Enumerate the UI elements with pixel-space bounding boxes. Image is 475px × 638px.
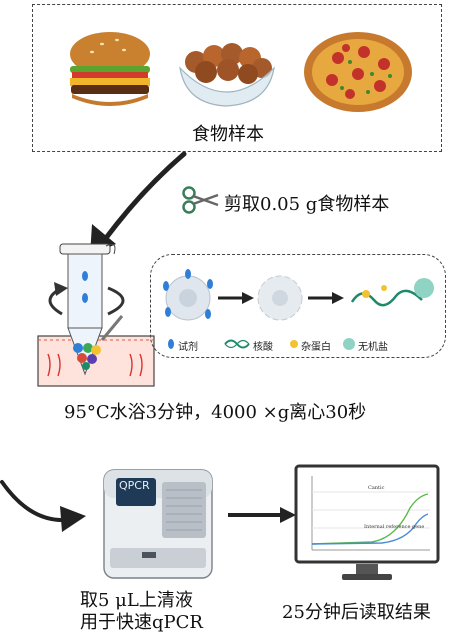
monitor-curve2-label: Internal reference gene: [364, 524, 425, 530]
reagent-legend-icon: [168, 339, 174, 349]
water-bath-step-label: 95°C水浴3分钟，4000 ×g离心30秒: [64, 402, 367, 423]
lysis-mechanism-box: [150, 254, 446, 358]
burger-icon: [70, 32, 150, 106]
legend-inorganic-salt-label: 无机盐: [358, 342, 388, 353]
monitor-icon: [294, 464, 440, 580]
straight-arrow-icon: [228, 507, 296, 523]
legend-nucleic-acid-label: 核酸: [253, 342, 273, 353]
curved-arrow-to-qpcr-icon: [0, 480, 86, 532]
legend-impurity-protein-label: 杂蛋白: [301, 342, 331, 353]
take-supernatant-label: 取5 μL上清液: [80, 590, 193, 611]
lysis-mechanism-diagram: [163, 269, 434, 321]
scissors-icon: [182, 186, 219, 214]
impurity-protein-legend-icon: [290, 340, 298, 348]
rapid-qpcr-label: 用于快速qPCR: [80, 612, 203, 633]
qpcr-screen-label: QPCR: [119, 479, 150, 492]
food-sample-box: [32, 4, 442, 152]
nucleic-acid-legend-icon: [224, 339, 250, 349]
food-sample-label: 食物样本: [192, 124, 264, 145]
inorganic-salt-legend-icon: [343, 338, 355, 350]
legend-reagent-label: 试剂: [178, 342, 198, 353]
qpcr-machine-icon: [103, 469, 213, 579]
read-result-label: 25分钟后读取结果: [282, 602, 431, 623]
pizza-icon: [304, 32, 412, 112]
water-bath-tube-icon: [37, 243, 155, 387]
cut-sample-label: 剪取0.05 g食物样本: [224, 194, 390, 215]
monitor-curve1-label: Cantic: [368, 485, 385, 491]
meatball-bowl-icon: [179, 43, 275, 107]
